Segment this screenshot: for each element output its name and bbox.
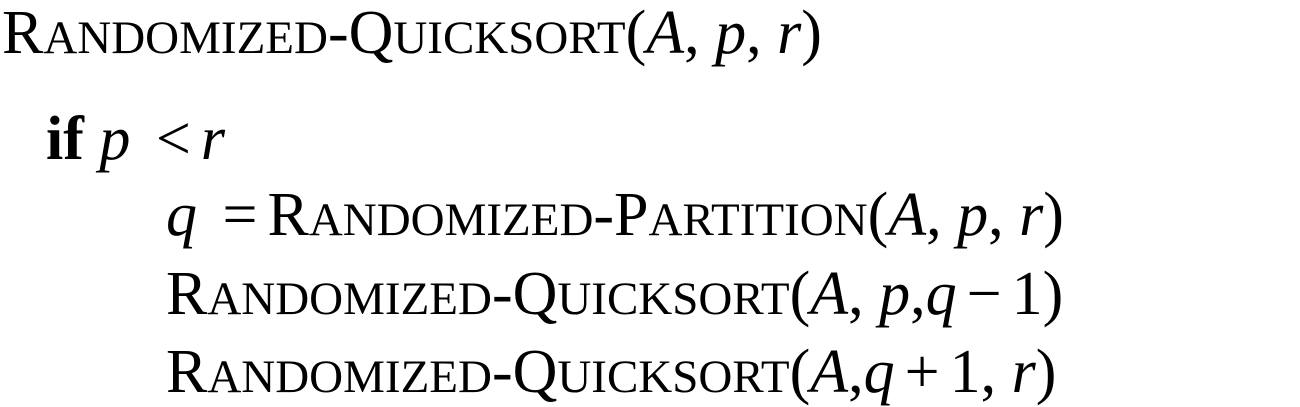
literal-one: 1 [949, 338, 981, 406]
name-part: UICKSORT [557, 351, 790, 403]
partition-procedure-name: RANDOMIZED-PARTITION [267, 181, 867, 249]
open-paren: ( [625, 0, 647, 67]
assign-lhs: q [166, 181, 197, 249]
recursive-call-left: RANDOMIZED-QUICKSORT(A, p,q−1) [166, 263, 1063, 325]
assign-operator: = [222, 181, 258, 249]
arg-q: q [925, 260, 957, 328]
close-paren: ) [1043, 181, 1064, 249]
arg-q: q [863, 338, 895, 406]
cond-lhs: p [99, 105, 131, 173]
if-keyword: if [46, 105, 84, 173]
comma: , [848, 338, 864, 406]
close-paren: ) [1042, 260, 1064, 328]
comma: , [988, 181, 1004, 249]
partition-assignment: q =RANDOMIZED-PARTITION(A, p, r) [166, 184, 1064, 246]
name-part: UICKSORT [557, 273, 790, 325]
quicksort-procedure-name: RANDOMIZED-QUICKSORT [166, 260, 790, 328]
name-part: UICKSORT [393, 12, 626, 64]
if-statement: if p <r [46, 108, 225, 170]
plus-operator: + [904, 338, 940, 406]
arg-a: A [888, 181, 927, 249]
name-part: -Q [327, 0, 394, 67]
procedure-signature: RANDOMIZED-QUICKSORT(A, p, r) [2, 2, 822, 64]
name-part: R [2, 0, 44, 67]
recursive-call-right: RANDOMIZED-QUICKSORT(A,q+1, r) [166, 341, 1056, 403]
name-part: R [166, 260, 208, 328]
arg-a: A [810, 260, 849, 328]
name-part: R [166, 338, 208, 406]
close-paren: ) [1035, 338, 1057, 406]
name-part: -Q [491, 260, 558, 328]
name-part: ARTITION [648, 194, 868, 246]
name-part: R [267, 181, 309, 249]
arg-r: r [1011, 338, 1036, 406]
comma: , [746, 0, 762, 67]
less-than-operator: < [155, 105, 191, 173]
procedure-name: RANDOMIZED-QUICKSORT [2, 0, 626, 67]
literal-one: 1 [1011, 260, 1043, 328]
open-paren: ( [867, 181, 889, 249]
name-part: ANDOMIZED [308, 194, 594, 246]
open-paren: ( [789, 338, 811, 406]
cond-rhs: r [200, 105, 225, 173]
param-p: p [715, 0, 747, 67]
param-a: A [646, 0, 685, 67]
open-paren: ( [789, 260, 811, 328]
name-part: -Q [491, 338, 558, 406]
arg-p: p [957, 181, 989, 249]
name-part: ANDOMIZED [207, 351, 492, 403]
arg-a: A [810, 338, 849, 406]
minus-operator: − [966, 260, 1002, 328]
quicksort-procedure-name: RANDOMIZED-QUICKSORT [166, 338, 790, 406]
param-r: r [777, 0, 802, 67]
name-part: ANDOMIZED [207, 273, 492, 325]
arg-p: p [879, 260, 911, 328]
close-paren: ) [801, 0, 822, 67]
comma: , [684, 0, 700, 67]
comma: , [848, 260, 864, 328]
arg-r: r [1019, 181, 1044, 249]
comma: , [910, 260, 926, 328]
comma: , [980, 338, 997, 406]
comma: , [926, 181, 942, 249]
name-part: -P [593, 181, 649, 249]
name-part: ANDOMIZED [43, 12, 328, 64]
